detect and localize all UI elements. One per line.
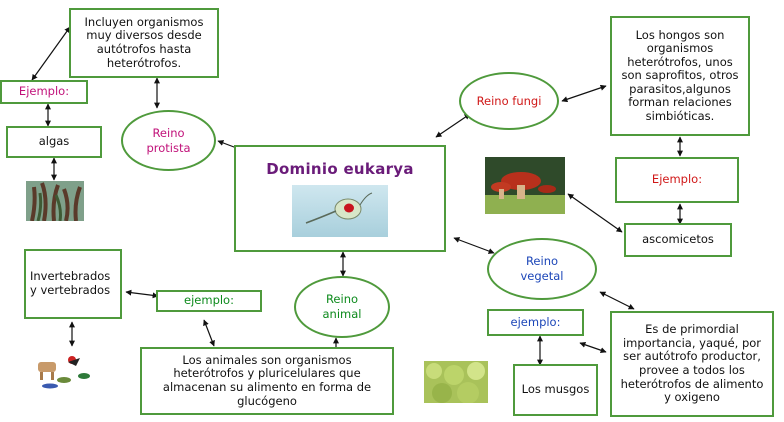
reino-protista-oval: Reino protista [121,110,216,171]
protista-ejemplo-label: Ejemplo: [0,80,88,104]
arrow-ascomicetos-photo [567,193,623,233]
dominio-title: Dominio eukarya [266,160,414,178]
algae-image [26,181,84,221]
reino-fungi-oval: Reino fungi [459,72,559,130]
fungi-ejemplo-label: Ejemplo: [615,157,739,203]
eukaryote-cell-image [292,184,388,237]
dominio-eukarya-box: Dominio eukarya [234,145,446,252]
vegetal-description: Es de primordial importancia, yaqué, por… [610,311,774,417]
animals-image [34,350,94,390]
arrow-center-fungi [435,113,471,138]
arrow-protista-desc-ejemplo [31,26,71,81]
reino-vegetal-oval: Reino vegetal [487,238,597,300]
arrow-animal-ejemplo-desc [203,319,215,347]
arrow-vegetal-desc [599,291,635,310]
fungi-example-ascomicetos: ascomicetos [624,223,732,257]
animal-description: Los animales son organismos heterótrofos… [140,347,394,415]
vegetal-ejemplo-label: ejemplo: [487,309,584,336]
moss-image [424,361,488,403]
vegetal-example-musgos: Los musgos [513,364,598,416]
mushroom-image [485,157,565,214]
reino-animal-oval: Reino animal [294,276,390,338]
fungi-description: Los hongos son organismos heterótrofos, … [610,16,750,136]
animal-ejemplo-label: ejemplo: [156,290,262,312]
arrow-animal-ejemplo-invert [125,289,159,299]
protista-description: Incluyen organismos muy diversos desde a… [69,8,219,78]
arrow-center-vegetal [453,237,495,254]
arrow-fungi-desc [561,84,607,103]
protista-example-algas: algas [6,126,102,158]
arrow-vegetal-desc-musgos [579,341,607,354]
animal-example-invertebrados: Invertebrados y vertebrados [24,249,122,319]
